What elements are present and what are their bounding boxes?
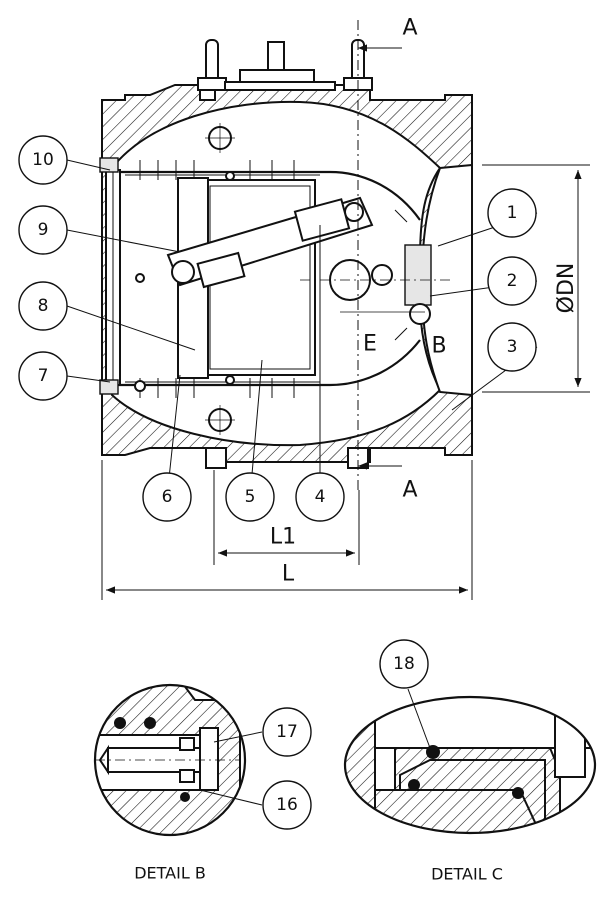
section-marker-top: A [402, 16, 417, 41]
callout-10: 10 [32, 150, 54, 170]
dimension-l1: L1 [213, 470, 360, 565]
l-label: L [282, 562, 295, 587]
callout-7: 7 [38, 366, 49, 386]
section-marker-bottom: A [402, 478, 417, 503]
callout-6: 6 [162, 487, 173, 507]
dn-label: DN [554, 263, 579, 296]
callout-1: 1 [507, 203, 518, 223]
callout-2: 2 [507, 271, 518, 291]
callout-8: 8 [38, 296, 49, 316]
section-line-a: A A [357, 16, 418, 503]
detail-b: 17 16 DETAIL B [93, 683, 312, 883]
svg-text:ØDN: ØDN [554, 263, 579, 314]
view-marker-e: E [363, 332, 377, 357]
detail-c: 18 DETAIL C [343, 639, 597, 884]
valve-body [99, 84, 473, 463]
callout-18: 18 [393, 654, 415, 674]
callout-5: 5 [245, 487, 256, 507]
callouts: 1 2 3 4 5 6 7 8 9 10 [18, 135, 538, 522]
dn-symbol: Ø [554, 296, 579, 313]
callout-17: 17 [276, 722, 298, 742]
callout-3: 3 [507, 337, 518, 357]
detail-c-caption: DETAIL C [431, 865, 503, 884]
view-marker-b: B [431, 334, 446, 359]
callout-9: 9 [38, 220, 49, 240]
callout-16: 16 [276, 795, 298, 815]
callout-4: 4 [315, 487, 326, 507]
dimension-l: L [101, 460, 473, 600]
dimension-dn: ØDN [482, 164, 590, 393]
detail-b-caption: DETAIL B [134, 864, 206, 883]
l1-label: L1 [270, 525, 296, 550]
